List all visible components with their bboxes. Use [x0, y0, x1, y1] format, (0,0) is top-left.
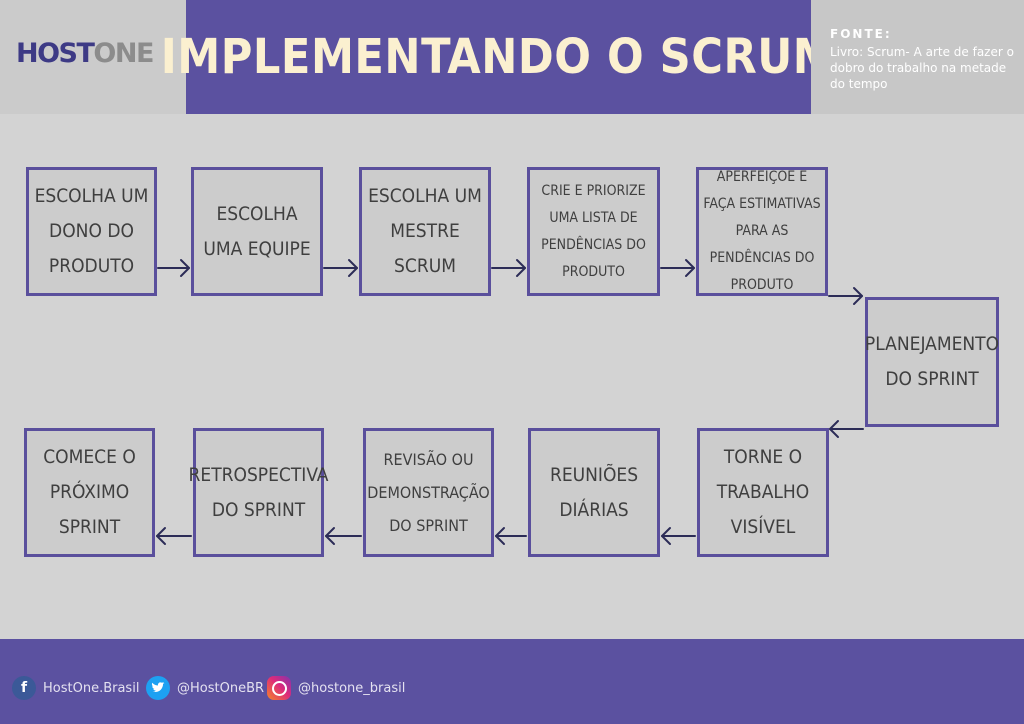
twitter-icon — [146, 676, 170, 700]
step-box-estimativas: Aperfeiçoe e faça estimativas para as pe… — [696, 167, 828, 296]
arrow-left-8 — [495, 527, 527, 545]
twitter-handle: @HostOneBR — [177, 680, 265, 696]
instagram-link[interactable]: @hostone_brasil — [267, 676, 405, 700]
step-box-trabalho-visivel: Torne o trabalho visível — [697, 428, 829, 557]
step-box-revisao: Revisão ou demonstração do sprint — [363, 428, 494, 557]
arrow-left-7 — [661, 527, 696, 545]
step-box-retrospectiva: Retrospectiva do sprint — [189, 428, 329, 557]
step-box-reunioes: Reuniões diárias — [528, 428, 660, 557]
source-panel: FONTE: Livro: Scrum- A arte de fazer o d… — [811, 0, 1024, 114]
page-title: IMPLEMENTANDO O SCRUM — [160, 29, 837, 85]
hostone-logo: HOSTONE — [16, 38, 154, 69]
source-label: FONTE: — [830, 27, 892, 41]
arrow-left-6 — [829, 420, 864, 438]
arrow-right-5 — [828, 287, 863, 305]
source-text: Livro: Scrum- A arte de fazer o dobro do… — [830, 45, 1014, 91]
step-box-planejamento: Planejamento do sprint — [865, 297, 999, 427]
arrow-right-3 — [491, 259, 526, 277]
arrow-right-4 — [660, 259, 695, 277]
footer — [0, 639, 1024, 724]
facebook-icon: f — [12, 676, 36, 700]
arrow-right-2 — [323, 259, 358, 277]
step-box-dono-produto: Escolha um dono do produto — [26, 167, 157, 296]
step-box-lista-pendencias: Crie e priorize uma lista de pendências … — [527, 167, 660, 296]
step-box-proximo-sprint: Comece o próximo sprint — [24, 428, 155, 557]
step-box-equipe: Escolha uma equipe — [191, 167, 323, 296]
facebook-link[interactable]: f HostOne.Brasil — [12, 676, 139, 700]
arrow-left-9 — [325, 527, 362, 545]
header-logo-area: HOSTONE — [0, 0, 186, 114]
step-box-mestre-scrum: Escolha um mestre scrum — [359, 167, 491, 296]
facebook-handle: HostOne.Brasil — [43, 680, 140, 696]
arrow-left-10 — [156, 527, 192, 545]
twitter-link[interactable]: @HostOneBR — [146, 676, 264, 700]
title-banner: IMPLEMENTANDO O SCRUM — [161, 0, 836, 114]
instagram-icon — [267, 676, 291, 700]
instagram-handle: @hostone_brasil — [298, 680, 406, 696]
arrow-right-1 — [157, 259, 190, 277]
